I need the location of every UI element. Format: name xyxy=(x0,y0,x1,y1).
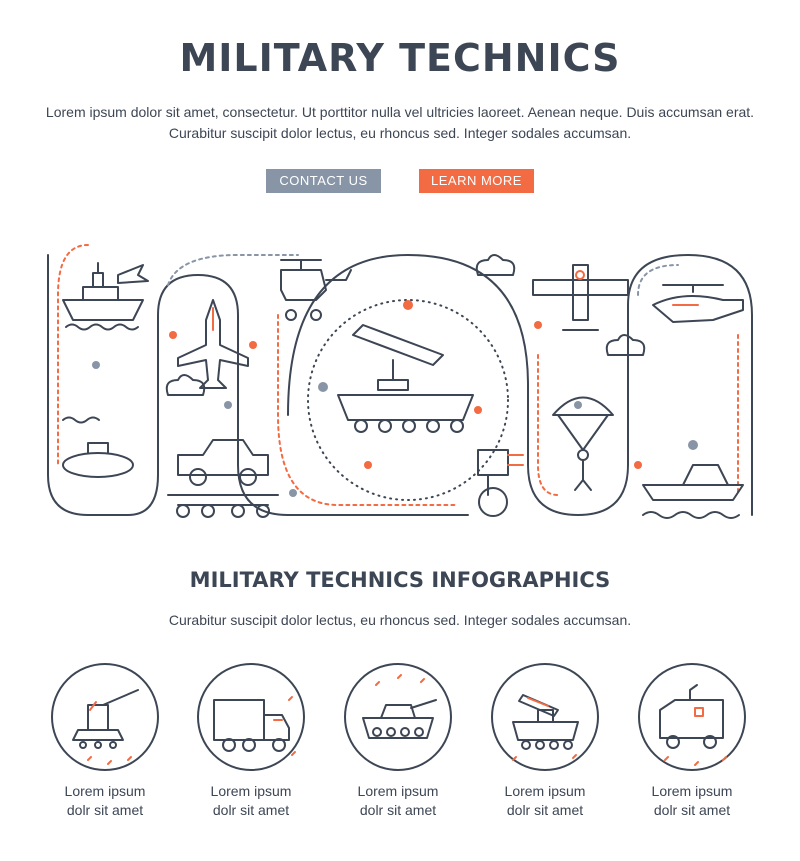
item-label-line-1: Lorem ipsum xyxy=(504,783,586,799)
dashed-path xyxy=(57,244,89,466)
item-label-line-2: dolr sit amet xyxy=(359,802,437,818)
submarine-icon xyxy=(62,416,134,478)
item-circle xyxy=(491,663,599,771)
cannon-icon xyxy=(72,689,139,749)
page-subtitle: Lorem ipsum dolor sit amet, consectetur.… xyxy=(40,102,760,144)
infographic-item: Lorem ipsum dolr sit amet xyxy=(622,660,762,820)
decor-dots xyxy=(92,300,698,497)
item-label-line-2: dolr sit amet xyxy=(212,802,290,818)
paratrooper-icon xyxy=(552,396,614,491)
jeep-icon xyxy=(167,439,279,518)
item-circle xyxy=(197,663,305,771)
helicopter-icon xyxy=(280,259,352,321)
item-circle xyxy=(344,663,452,771)
item-label-line-2: dolr sit amet xyxy=(653,802,731,818)
dashed-path xyxy=(277,314,459,506)
dotted-ring xyxy=(307,299,509,501)
dashed-path xyxy=(637,264,679,296)
infographic-item: Lorem ipsum dolr sit amet xyxy=(181,660,321,820)
subtitle-line-1: Lorem ipsum dolor sit amet, consectetur.… xyxy=(45,104,755,120)
infographic-item: Lorem ipsum dolr sit amet xyxy=(475,660,615,820)
infographics-items: Lorem ipsum dolr sit amet Lorem ipsum do… xyxy=(0,660,800,840)
radar-cannon-icon xyxy=(477,449,524,517)
jet-fighter-icon xyxy=(177,299,249,389)
fighter-jet-icon xyxy=(117,264,149,284)
item-circle xyxy=(51,663,159,771)
warship-icon xyxy=(62,262,144,331)
speed-boat-icon xyxy=(642,464,744,519)
subtitle-line-2: Curabitur suscipit dolor lectus, eu rhon… xyxy=(168,125,632,141)
armored-car-icon xyxy=(659,684,724,749)
tank-icon xyxy=(362,699,437,739)
cloud-icon xyxy=(605,334,646,356)
item-label-line-1: Lorem ipsum xyxy=(210,783,292,799)
item-label-line-1: Lorem ipsum xyxy=(64,783,146,799)
contact-us-button[interactable]: CONTACT US xyxy=(266,169,381,193)
infographic-item: Lorem ipsum dolr sit amet xyxy=(328,660,468,820)
missile-launcher-icon xyxy=(337,324,474,433)
dashed-path xyxy=(167,254,299,286)
page-title: MILITARY TECHNICS xyxy=(179,36,621,80)
item-label-line-2: dolr sit amet xyxy=(506,802,584,818)
cloud-icon xyxy=(165,374,206,396)
infographic-item: Lorem ipsum dolr sit amet xyxy=(35,660,175,820)
dashed-path xyxy=(537,354,559,496)
item-label-line-2: dolr sit amet xyxy=(66,802,144,818)
item-circle xyxy=(638,663,746,771)
infographics-title: MILITARY TECHNICS INFOGRAPHICS xyxy=(189,568,611,592)
rocket-launcher-icon xyxy=(512,694,579,750)
item-label-line-1: Lorem ipsum xyxy=(357,783,439,799)
road-path xyxy=(47,254,469,516)
propeller-plane-icon xyxy=(532,264,629,331)
military-scene-illustration xyxy=(47,244,753,519)
learn-more-button[interactable]: LEARN MORE xyxy=(419,169,534,193)
item-label-line-1: Lorem ipsum xyxy=(651,783,733,799)
military-truck-icon xyxy=(213,699,290,752)
infographics-subtitle: Curabitur suscipit dolor lectus, eu rhon… xyxy=(168,612,632,628)
road-path xyxy=(287,254,753,516)
attack-helicopter-icon xyxy=(652,284,744,323)
cloud-icon xyxy=(475,254,516,276)
